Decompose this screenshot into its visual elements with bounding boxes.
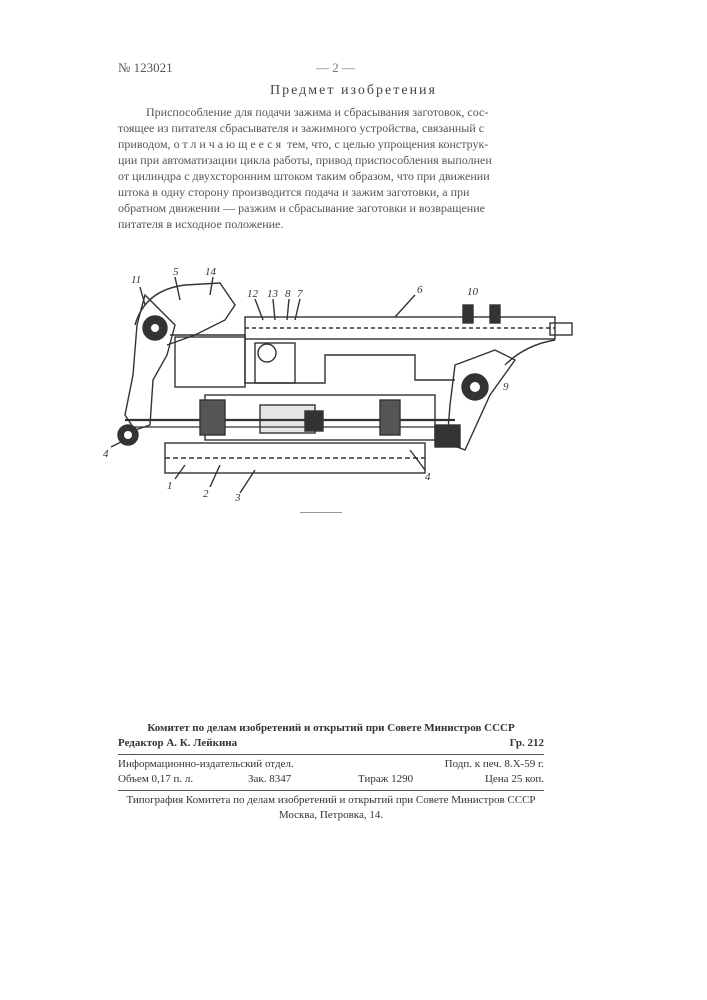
print-run: Тираж 1290 (358, 773, 413, 785)
group: Гр. 212 (510, 737, 544, 749)
patent-number: № 123021 (118, 60, 173, 76)
claim-line: штока в одну сторону производится подача… (118, 184, 548, 200)
dept: Информационно-издательский отдел. (118, 758, 294, 770)
divider (118, 754, 544, 755)
address: Москва, Петровка, 14. (118, 809, 544, 824)
claim-line: Приспособление для подачи зажима и сбрас… (118, 104, 548, 120)
label-8: 8 (285, 288, 291, 300)
label-2: 2 (203, 488, 209, 500)
label-3: 3 (234, 492, 241, 504)
claim-line: питателя в исходное положение. (118, 216, 548, 232)
mechanism-drawing: 11 5 14 12 13 8 7 6 10 9 4 1 2 3 4 (95, 265, 575, 505)
label-4-left: 4 (103, 448, 109, 460)
price: Цена 25 коп. (485, 773, 544, 785)
claim-text: Приспособление для подачи зажима и сбрас… (118, 104, 548, 232)
label-4-right: 4 (425, 471, 431, 483)
claim-emphasis: отличающееся (174, 137, 285, 151)
label-10: 10 (467, 286, 479, 298)
editor-row: Редактор А. К. Лейкина Гр. 212 (118, 737, 544, 752)
claim-line: ции при автоматизации цикла работы, прив… (118, 152, 548, 168)
volume: Объем 0,17 п. л. (118, 773, 193, 785)
drawing-divider (300, 512, 342, 513)
claim-line: от цилиндра с двухсторонним штоком таким… (118, 168, 548, 184)
claim-line: приводом, отличающееся тем, что, с целью… (118, 136, 548, 152)
printer: Типография Комитета по делам изобретений… (118, 794, 544, 809)
committee-line: Комитет по делам изобретений и открытий … (118, 722, 544, 737)
label-6: 6 (417, 284, 423, 296)
label-1: 1 (167, 480, 173, 492)
imprint-block: Комитет по делам изобретений и открытий … (118, 722, 544, 824)
signed-date: Подп. к печ. 8.X-59 г. (445, 758, 544, 770)
label-13: 13 (267, 288, 279, 300)
label-9: 9 (503, 381, 509, 393)
lever-left (125, 295, 175, 430)
page-number: — 2 — (316, 60, 355, 76)
label-14: 14 (205, 266, 217, 278)
label-12: 12 (247, 288, 259, 300)
dept-row: Информационно-издательский отдел. Подп. … (118, 758, 544, 773)
main-body (170, 335, 455, 383)
label-7: 7 (297, 288, 303, 300)
label-11: 11 (131, 274, 141, 286)
claim-word: тем, что, с целью упрощения конструк- (287, 137, 488, 151)
divider (118, 790, 544, 791)
editor: Редактор А. К. Лейкина (118, 737, 237, 749)
section-title: Предмет изобретения (0, 83, 707, 99)
claim-line: тоящее из питателя сбрасывателя и зажимн… (118, 120, 548, 136)
order: Зак. 8347 (248, 773, 291, 785)
label-5: 5 (173, 266, 179, 278)
volume-row: Объем 0,17 п. л. Зак. 8347 Тираж 1290 Це… (118, 773, 544, 788)
claim-line: обратном движении — разжим и сбрасывание… (118, 200, 548, 216)
claim-word: приводом, (118, 137, 171, 151)
